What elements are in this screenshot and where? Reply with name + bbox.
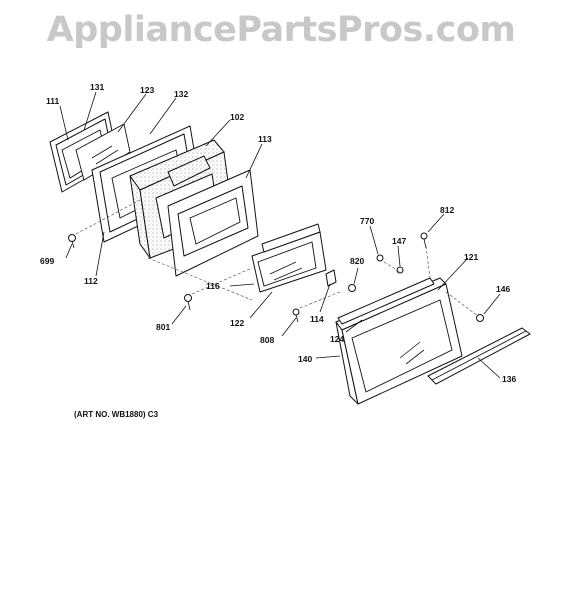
part-121-top-trim[interactable] <box>337 277 435 325</box>
label-122: 122 <box>230 318 244 328</box>
label-131: 131 <box>90 82 104 92</box>
label-136: 136 <box>502 374 516 384</box>
label-808: 808 <box>260 335 274 345</box>
part-116-window-assembly[interactable] <box>251 223 327 293</box>
label-113: 113 <box>258 134 272 144</box>
watermark: AppliancePartsPros.com <box>46 10 516 50</box>
label-121: 121 <box>464 252 478 262</box>
label-111: 111 <box>46 96 60 106</box>
part-808-screw[interactable] <box>292 308 300 323</box>
label-770: 770 <box>360 216 374 226</box>
part-113-inner-panel[interactable] <box>167 169 259 277</box>
label-147: 147 <box>392 236 406 246</box>
part-123-glass-panel[interactable] <box>75 123 131 181</box>
part-136-bottom-trim[interactable] <box>427 327 531 385</box>
label-132: 132 <box>174 89 188 99</box>
label-801: 801 <box>156 322 170 332</box>
label-820: 820 <box>350 256 364 266</box>
label-146: 146 <box>496 284 510 294</box>
part-699-screw[interactable] <box>68 234 76 249</box>
part-147-nut[interactable] <box>396 266 404 274</box>
leader-lines <box>59 91 501 379</box>
label-123: 123 <box>140 85 154 95</box>
label-112: 112 <box>84 276 98 286</box>
label-114: 114 <box>310 314 324 324</box>
part-812-screw[interactable] <box>420 232 428 249</box>
label-116: 116 <box>206 281 220 291</box>
callout-labels: 111 131 123 132 102 113 699 112 116 801 … <box>40 82 516 384</box>
alignment-lines <box>75 199 479 317</box>
label-699: 699 <box>40 256 54 266</box>
part-801-screw[interactable] <box>184 294 192 311</box>
label-102: 102 <box>230 112 244 122</box>
label-124: 124 <box>330 334 344 344</box>
label-812: 812 <box>440 205 454 215</box>
part-820-screw[interactable] <box>348 284 356 292</box>
label-140: 140 <box>298 354 312 364</box>
art-number-caption: (ART NO. WB1880) C3 <box>74 410 159 419</box>
part-770-washer[interactable] <box>376 254 384 262</box>
part-114-bracket[interactable] <box>325 269 337 287</box>
part-146-washer[interactable] <box>476 314 484 322</box>
